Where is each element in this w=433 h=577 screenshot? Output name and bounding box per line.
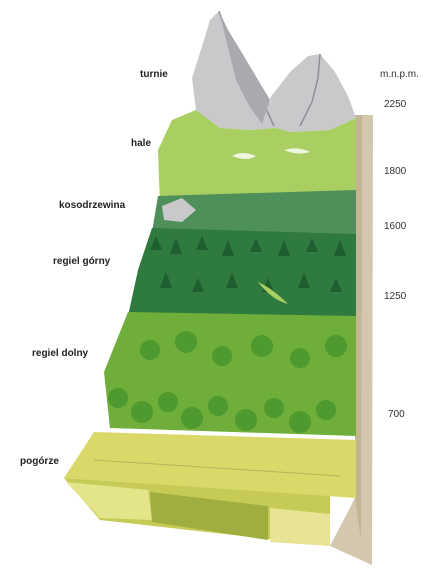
rock-peak-right	[270, 54, 356, 132]
altitude-1800: 1800	[384, 166, 406, 177]
altitude-1250: 1250	[384, 291, 406, 302]
upper-forest	[128, 228, 356, 320]
zone-label-hale: hale	[131, 138, 151, 149]
altitude-2250: 2250	[384, 99, 406, 110]
zone-label-turnie: turnie	[140, 69, 168, 80]
zone-label-pogorze: pogórze	[20, 456, 59, 467]
zone-label-kosodrzewina: kosodrzewina	[59, 200, 125, 211]
field-pale	[270, 508, 330, 546]
zone-label-regiel-gorny: regiel górny	[53, 256, 110, 267]
altitude-1600: 1600	[384, 221, 406, 232]
altitude-unit-label: m.n.p.m.	[380, 69, 419, 80]
altitude-700: 700	[388, 409, 405, 420]
zone-label-regiel-dolny: regiel dolny	[32, 348, 88, 359]
side-wall-shadow	[355, 115, 362, 540]
